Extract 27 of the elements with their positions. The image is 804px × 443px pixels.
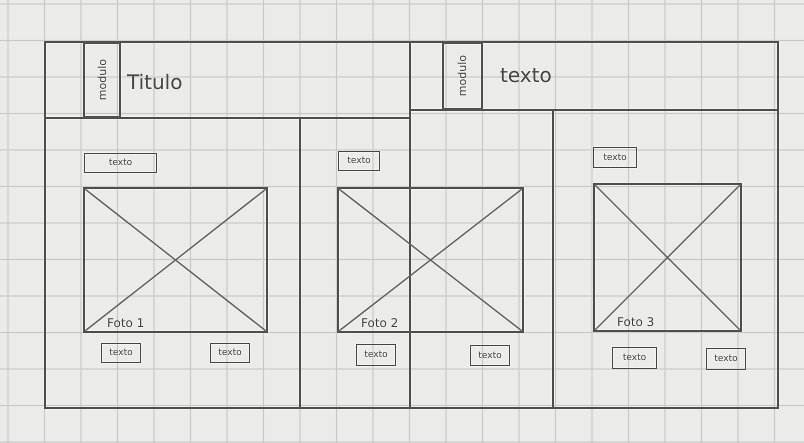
text-placeholder: texto xyxy=(603,152,627,162)
text-placeholder: texto xyxy=(347,156,371,166)
text-box xyxy=(593,147,637,168)
text-placeholder: texto xyxy=(218,348,242,358)
module-box xyxy=(83,42,121,118)
photo-caption: Foto 3 xyxy=(617,315,654,329)
text-box xyxy=(470,345,510,366)
text-box xyxy=(706,348,746,370)
module-label: modulo xyxy=(96,59,108,101)
text-box xyxy=(356,344,396,366)
text-placeholder: texto xyxy=(714,354,738,364)
photo-caption: Foto 2 xyxy=(361,316,398,330)
text-placeholder: texto xyxy=(622,353,646,363)
photo-caption: Foto 1 xyxy=(107,316,144,330)
text-box xyxy=(101,343,141,363)
text-box xyxy=(612,347,657,369)
title-text: Titulo xyxy=(127,70,182,94)
text-placeholder: texto xyxy=(108,158,132,168)
text-box xyxy=(84,153,157,173)
text-box xyxy=(338,151,380,171)
module-label: modulo xyxy=(456,55,469,97)
text-box xyxy=(210,343,250,363)
text-placeholder: texto xyxy=(109,348,133,358)
text-placeholder: texto xyxy=(478,350,502,360)
header-text: texto xyxy=(500,63,552,87)
text-placeholder: texto xyxy=(364,350,388,360)
module-box xyxy=(442,42,483,110)
